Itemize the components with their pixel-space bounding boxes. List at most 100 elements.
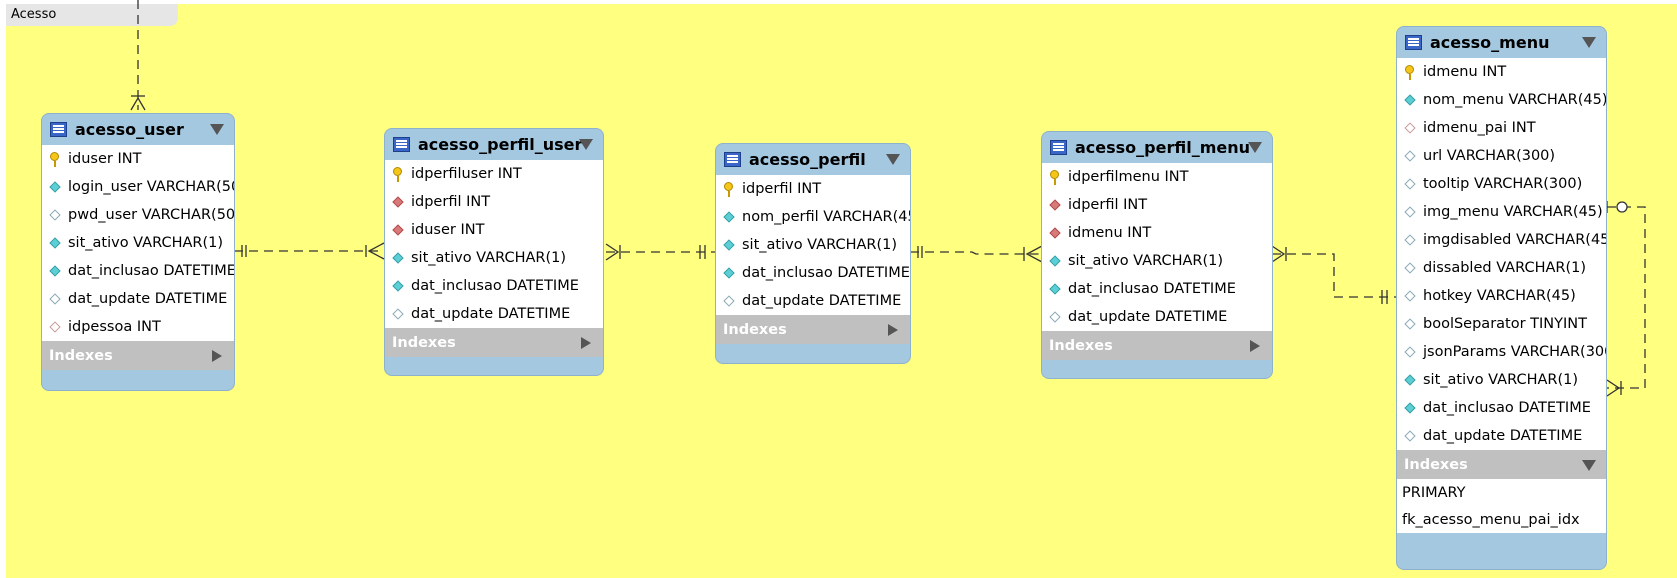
table-icon [1050, 140, 1067, 155]
column-row[interactable]: dat_inclusao DATETIME [42, 257, 234, 285]
indexes-section-header[interactable]: Indexes [1397, 450, 1606, 479]
column-label: pwd_user VARCHAR(50) [68, 207, 235, 223]
column-row[interactable]: idmenu INT [1042, 219, 1272, 247]
column-row[interactable]: nom_perfil VARCHAR(45) [716, 203, 910, 231]
column-row[interactable]: idperfil INT [716, 175, 910, 203]
column-row[interactable]: dissabled VARCHAR(1) [1397, 254, 1606, 282]
column-row[interactable]: sit_ativo VARCHAR(1) [385, 244, 603, 272]
indexes-section-header[interactable]: Indexes [42, 341, 234, 370]
not-null-column-icon [391, 279, 405, 293]
relationship-external-user[interactable] [130, 0, 146, 111]
column-row[interactable]: dat_inclusao DATETIME [1042, 275, 1272, 303]
column-label: sit_ativo VARCHAR(1) [68, 235, 224, 251]
column-row[interactable]: idperfil INT [385, 188, 603, 216]
collapse-toggle-icon[interactable] [579, 139, 593, 150]
table-acesso-menu[interactable]: acesso_menu idmenu INT nom_menu VARCHAR(… [1396, 26, 1607, 570]
primary-key-icon [722, 182, 736, 197]
table-acesso-perfil-user[interactable]: acesso_perfil_user idperfiluser INT idpe… [384, 128, 604, 376]
indexes-section-header[interactable]: Indexes [1042, 331, 1272, 360]
relationship-menu-self[interactable] [1606, 201, 1646, 397]
table-acesso-perfil[interactable]: acesso_perfil idperfil INT nom_perfil VA… [715, 143, 911, 364]
column-row[interactable]: img_menu VARCHAR(45) [1397, 198, 1606, 226]
table-icon [50, 122, 67, 137]
column-row[interactable]: dat_update DATETIME [1397, 422, 1606, 450]
column-row[interactable]: dat_inclusao DATETIME [1397, 394, 1606, 422]
column-row[interactable]: pwd_user VARCHAR(50) [42, 201, 234, 229]
table-header[interactable]: acesso_menu [1397, 27, 1606, 58]
collapse-arrow-icon[interactable] [1582, 460, 1596, 471]
collapse-toggle-icon[interactable] [1582, 37, 1596, 48]
column-row[interactable]: idperfilmenu INT [1042, 163, 1272, 191]
index-name: PRIMARY [1402, 484, 1466, 501]
column-row[interactable]: sit_ativo VARCHAR(1) [1397, 366, 1606, 394]
column-row[interactable]: login_user VARCHAR(50) [42, 173, 234, 201]
column-row[interactable]: jsonParams VARCHAR(300) [1397, 338, 1606, 366]
column-row[interactable]: imgdisabled VARCHAR(45) [1397, 226, 1606, 254]
column-label: sit_ativo VARCHAR(1) [1423, 372, 1579, 388]
column-row[interactable]: idperfil INT [1042, 191, 1272, 219]
collapse-toggle-icon[interactable] [1248, 142, 1262, 153]
foreign-key-icon [391, 223, 405, 237]
column-row[interactable]: idmenu_pai INT [1397, 114, 1606, 142]
column-row[interactable]: dat_inclusao DATETIME [716, 259, 910, 287]
column-row[interactable]: iduser INT [42, 145, 234, 173]
indexes-section-header[interactable]: Indexes [716, 315, 910, 344]
table-header[interactable]: acesso_perfil [716, 144, 910, 175]
indexes-section-header[interactable]: Indexes [385, 328, 603, 357]
column-label: dissabled VARCHAR(1) [1423, 260, 1587, 276]
table-icon [724, 152, 741, 167]
column-row[interactable]: url VARCHAR(300) [1397, 142, 1606, 170]
column-label: imgdisabled VARCHAR(45) [1423, 232, 1607, 248]
index-row[interactable]: PRIMARY [1397, 479, 1606, 506]
not-null-column-icon [1403, 373, 1417, 387]
expand-arrow-icon[interactable] [888, 324, 898, 336]
column-label: dat_update DATETIME [411, 306, 571, 322]
column-row[interactable]: idpessoa INT [42, 313, 234, 341]
not-null-column-icon [722, 266, 736, 280]
column-row[interactable]: dat_inclusao DATETIME [385, 272, 603, 300]
expand-arrow-icon[interactable] [212, 350, 222, 362]
table-header[interactable]: acesso_user [42, 114, 234, 145]
column-row[interactable]: dat_update DATETIME [716, 287, 910, 315]
column-label: idmenu_pai INT [1423, 120, 1536, 136]
column-row[interactable]: dat_update DATETIME [1042, 303, 1272, 331]
not-null-column-icon [1048, 282, 1062, 296]
not-null-column-icon [48, 264, 62, 278]
column-row[interactable]: tooltip VARCHAR(300) [1397, 170, 1606, 198]
relationship-user-perfil-user[interactable] [234, 242, 385, 260]
nullable-foreign-key-icon [48, 320, 62, 334]
column-row[interactable]: idmenu INT [1397, 58, 1606, 86]
column-label: dat_inclusao DATETIME [742, 265, 910, 281]
table-name: acesso_perfil [749, 150, 866, 169]
table-header[interactable]: acesso_perfil_menu [1042, 132, 1272, 163]
column-row[interactable]: iduser INT [385, 216, 603, 244]
expand-arrow-icon[interactable] [1250, 340, 1260, 352]
collapse-toggle-icon[interactable] [886, 154, 900, 165]
column-label: dat_inclusao DATETIME [1068, 281, 1236, 297]
column-row[interactable]: sit_ativo VARCHAR(1) [42, 229, 234, 257]
index-row[interactable]: fk_acesso_menu_pai_idx [1397, 506, 1606, 533]
table-acesso-user[interactable]: acesso_user iduser INT login_user VARCHA… [41, 113, 235, 391]
relationship-perfil-menu-menu[interactable] [1271, 245, 1397, 304]
column-label: url VARCHAR(300) [1423, 148, 1556, 164]
table-acesso-perfil-menu[interactable]: acesso_perfil_menu idperfilmenu INT idpe… [1041, 131, 1273, 379]
not-null-column-icon [1403, 93, 1417, 107]
column-row[interactable]: boolSeparator TINYINT [1397, 310, 1606, 338]
column-row[interactable]: nom_menu VARCHAR(45) [1397, 86, 1606, 114]
not-null-column-icon [48, 180, 62, 194]
collapse-toggle-icon[interactable] [210, 124, 224, 135]
column-row[interactable]: sit_ativo VARCHAR(1) [716, 231, 910, 259]
relationship-perfil-perfil-menu[interactable] [910, 245, 1043, 263]
primary-key-icon [391, 167, 405, 182]
column-row[interactable]: sit_ativo VARCHAR(1) [1042, 247, 1272, 275]
expand-arrow-icon[interactable] [581, 337, 591, 349]
nullable-foreign-key-icon [1403, 121, 1417, 135]
column-row[interactable]: idperfiluser INT [385, 160, 603, 188]
column-row[interactable]: dat_update DATETIME [42, 285, 234, 313]
column-row[interactable]: hotkey VARCHAR(45) [1397, 282, 1606, 310]
relationship-perfil-user-perfil[interactable] [605, 243, 716, 261]
column-row[interactable]: dat_update DATETIME [385, 300, 603, 328]
table-header[interactable]: acesso_perfil_user [385, 129, 603, 160]
